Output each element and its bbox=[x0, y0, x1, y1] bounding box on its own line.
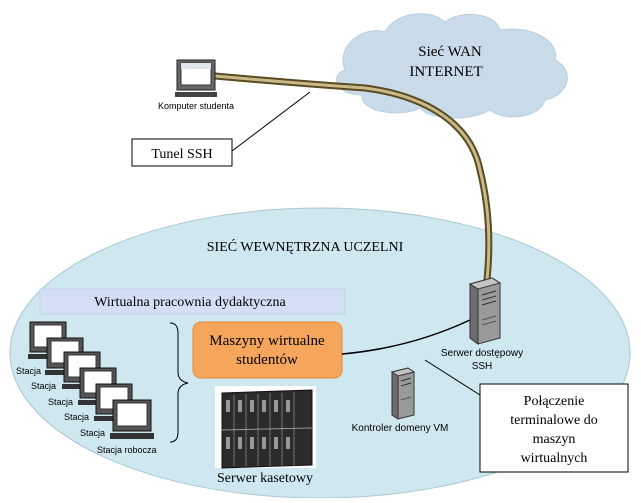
wan-label-line2: INTERNET bbox=[409, 64, 482, 80]
domain-controller-icon bbox=[390, 367, 416, 420]
virtual-lab-bar bbox=[39, 288, 346, 315]
terminal-connection-box bbox=[479, 383, 629, 473]
workstation-label-5: Stacja bbox=[80, 428, 105, 438]
vm-label-line1: Maszyny wirtualne bbox=[209, 333, 325, 349]
access-server-label-line1: Serwer dostępowy bbox=[441, 348, 523, 359]
blade-server-icon bbox=[215, 386, 316, 469]
terminal-pointer bbox=[424, 359, 481, 396]
ssh-tunnel-label: Tunel SSH bbox=[151, 147, 212, 162]
workstation-label-1: Stacja bbox=[16, 366, 41, 376]
terminal-label-line4: wirtualnych bbox=[521, 451, 588, 466]
student-computer-icon bbox=[175, 59, 217, 97]
virtual-machines-box bbox=[192, 321, 343, 379]
access-server-label-line2: SSH bbox=[472, 361, 493, 372]
virtual-lab-label: Wirtualna pracownia dydaktyczna bbox=[94, 295, 286, 310]
internal-network-label: SIEĆ WEWNĘTRZNA UCZELNI bbox=[207, 238, 404, 255]
workstation-icon bbox=[110, 399, 154, 439]
domain-controller-label: Kontroler domeny VM bbox=[352, 423, 449, 434]
workstation-label-3: Stacja bbox=[48, 397, 73, 407]
vm-server-link bbox=[341, 319, 471, 355]
terminal-label-line2: terminalowe do bbox=[510, 413, 597, 428]
vm-label-line2: studentów bbox=[236, 352, 298, 368]
terminal-label-line1: Połączenie bbox=[524, 394, 585, 409]
ssh-tunnel-box bbox=[131, 138, 233, 167]
terminal-label-line3: maszyn bbox=[533, 432, 576, 447]
workstation-label-4: Stacja bbox=[64, 412, 89, 422]
wan-label-line1: Sieć WAN bbox=[418, 44, 482, 60]
ssh-tunnel-pointer bbox=[231, 91, 311, 152]
workstation-label-2: Stacja bbox=[31, 381, 56, 391]
workstation-brace bbox=[169, 322, 189, 443]
workstation-label-6: Stacja robocza bbox=[97, 445, 157, 455]
workstation-stack bbox=[28, 321, 154, 439]
access-server-icon bbox=[468, 277, 502, 345]
student-computer-label: Komputer studenta bbox=[158, 101, 234, 111]
blade-server-label: Serwer kasetowy bbox=[217, 471, 313, 486]
